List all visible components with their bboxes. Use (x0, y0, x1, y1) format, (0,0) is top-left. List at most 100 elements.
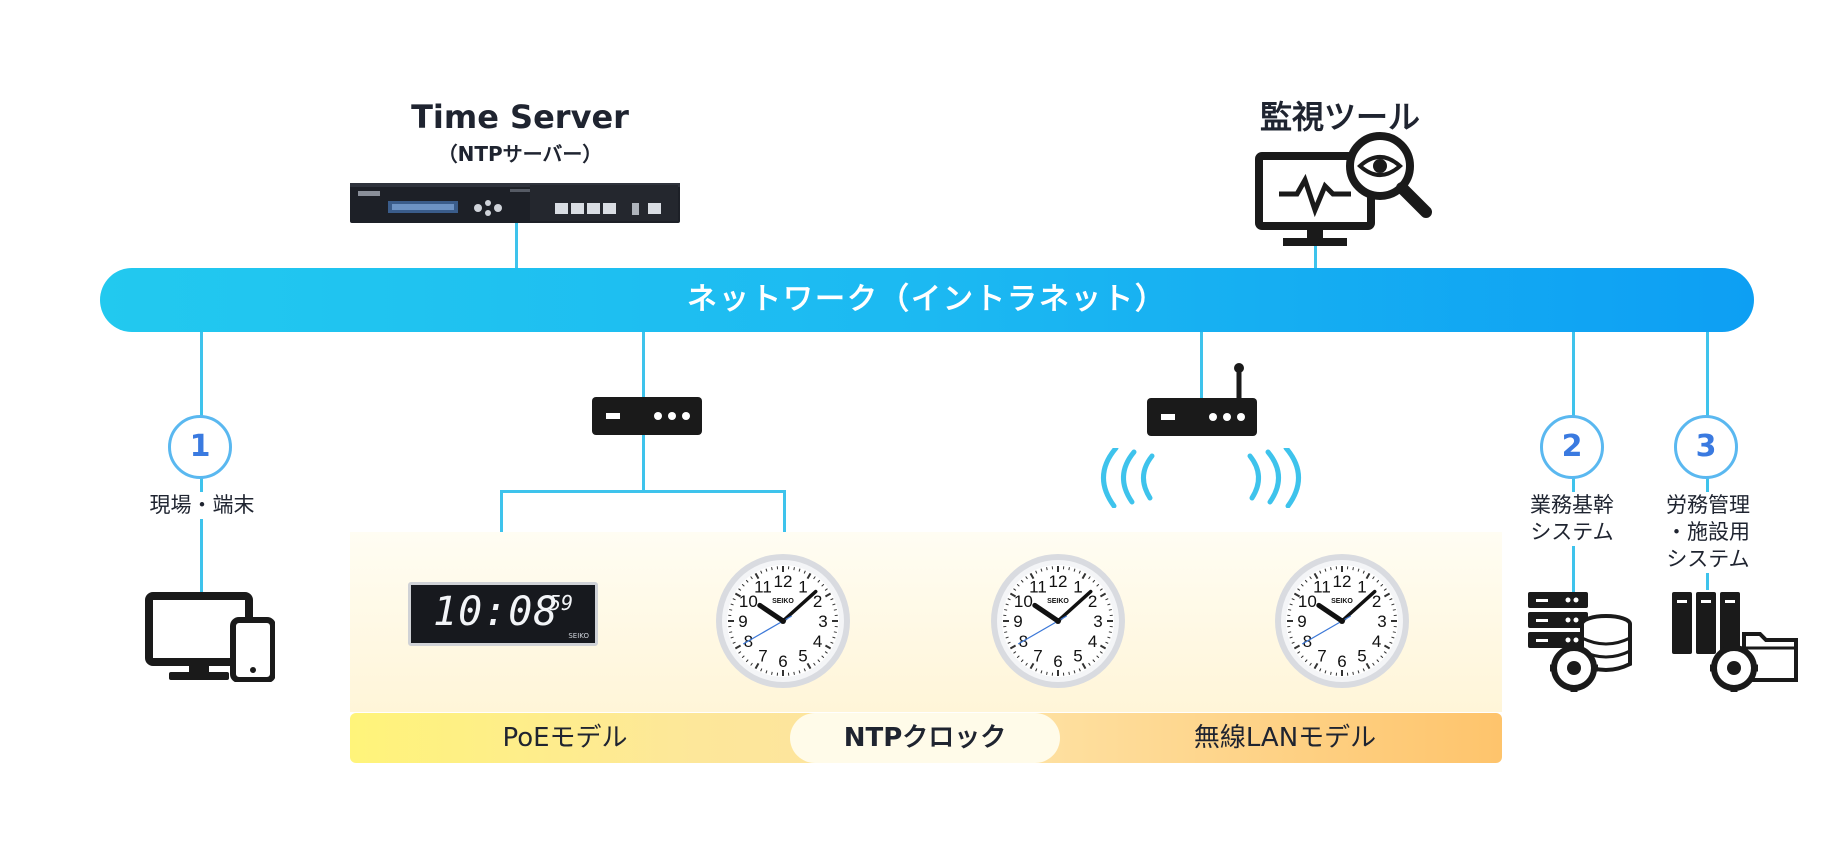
laptop-tablet-icon (145, 592, 276, 683)
clock-tick (1376, 659, 1380, 663)
clock-numeral: 1 (798, 577, 807, 596)
clock-numeral: 2 (813, 592, 822, 611)
clock-tick (750, 662, 753, 666)
clock-tick (1297, 651, 1301, 654)
clock-tick (1007, 641, 1011, 644)
clock-minute-hand (781, 589, 818, 623)
clock-tick (1020, 659, 1024, 663)
clock-numeral: 11 (754, 577, 772, 596)
switch-icon (592, 397, 702, 435)
node-label-3-line3: システム (1666, 547, 1750, 571)
clock-tick (730, 636, 734, 639)
clock-tick (1289, 603, 1293, 606)
time-server-device (350, 183, 680, 223)
clock-tick (1300, 583, 1304, 587)
clock-tick (1389, 641, 1393, 644)
analog-clock-poe: 121234567891011SEIKO (713, 551, 853, 691)
clock-tick (1092, 659, 1096, 663)
clock-tick (824, 588, 828, 591)
clock-tick (741, 583, 745, 587)
clock-tick (1108, 631, 1112, 633)
wifi-waves-icon (1096, 445, 1306, 509)
node-label-3: 労務管理 ・施設用 システム (1652, 492, 1764, 573)
clock-tick (806, 572, 812, 580)
clock-numeral: 6 (1337, 652, 1346, 671)
clock-tick (832, 636, 836, 639)
clock-tick (821, 583, 825, 587)
clock-tick (824, 644, 832, 650)
node-label-1: 現場・端末 (138, 492, 266, 519)
clock-tick (1380, 583, 1384, 587)
clock-tick (1391, 603, 1395, 606)
clock-tick (1005, 603, 1009, 606)
clock-tick (1025, 662, 1028, 666)
time-server-subtitle: （NTPサーバー） (437, 142, 603, 166)
clock-tick (1029, 662, 1035, 670)
clock-numeral: 1 (1073, 577, 1082, 596)
clock-tick (821, 655, 825, 659)
clock-tick (1009, 592, 1017, 598)
clock-tick (1040, 568, 1043, 572)
clock-tick (1096, 583, 1100, 587)
clock-tick (1004, 609, 1008, 611)
clock-tick (1319, 570, 1322, 574)
magnifier-eye-icon (1344, 130, 1434, 220)
clock-tick (1319, 668, 1322, 672)
clock-tick (803, 668, 806, 672)
monitoring-title: 監視ツール (1259, 98, 1420, 136)
clock-tick (760, 570, 763, 574)
clock-tick (1088, 662, 1091, 666)
digital-clock-seconds: 59 (549, 591, 574, 615)
clock-tick (1365, 662, 1371, 670)
clock-brand: SEIKO (772, 598, 794, 605)
clock-minute-hand (1056, 589, 1093, 623)
clock-tick (1324, 670, 1327, 674)
digital-clock: 10:08 59 SEIKO (408, 582, 598, 646)
clock-tick (1108, 609, 1112, 611)
node-number-2: 2 (1540, 415, 1604, 479)
clock-tick (730, 603, 734, 606)
server-folder-icon (1668, 588, 1802, 694)
clock-numeral: 10 (1298, 592, 1317, 611)
clock-tick (1013, 651, 1017, 654)
clock-tick (1088, 576, 1091, 580)
clock-tick (817, 659, 821, 663)
clock-numeral: 3 (1377, 612, 1386, 631)
band-ntp-pill (790, 713, 1060, 763)
clock-tick (1035, 668, 1038, 672)
clock-tick (745, 659, 749, 663)
clock-tick (1092, 579, 1096, 583)
clock-numeral: 5 (1357, 647, 1366, 666)
clock-tick (765, 670, 768, 674)
node-number-3: 3 (1674, 415, 1738, 479)
clock-numeral: 1 (1357, 577, 1366, 596)
clock-numeral: 10 (739, 592, 758, 611)
clock-tick (732, 598, 736, 601)
clock-tick (798, 670, 801, 674)
clock-tick (760, 668, 763, 672)
clock-tick (1029, 572, 1035, 580)
clock-tick (1291, 598, 1295, 601)
clock-tick (1099, 592, 1107, 598)
poe-drop-analog (783, 490, 786, 552)
clock-minute-hand (1340, 589, 1377, 623)
band-label-wireless: 無線LANモデル (1193, 723, 1377, 753)
clock-tick (1304, 659, 1308, 663)
clock-tick (738, 588, 742, 591)
clock-tick (1016, 655, 1020, 659)
clock-numeral: 12 (1333, 572, 1352, 591)
clock-tick (1383, 644, 1391, 650)
clock-hour-hand (757, 602, 786, 624)
clock-tick (830, 598, 834, 601)
clock-tick (1105, 598, 1109, 601)
band-label-poe: PoEモデル (502, 723, 628, 753)
clock-tick (1016, 583, 1020, 587)
clock-tick (1362, 668, 1365, 672)
clock-tick (1309, 576, 1312, 580)
server-database-icon (1524, 588, 1636, 694)
clock-tick (734, 644, 742, 650)
analog-clock-ntp: 121234567891011SEIKO (988, 551, 1128, 691)
clock-numeral: 3 (1093, 612, 1102, 631)
clock-tick (1025, 576, 1028, 580)
clock-tick (1004, 631, 1008, 633)
